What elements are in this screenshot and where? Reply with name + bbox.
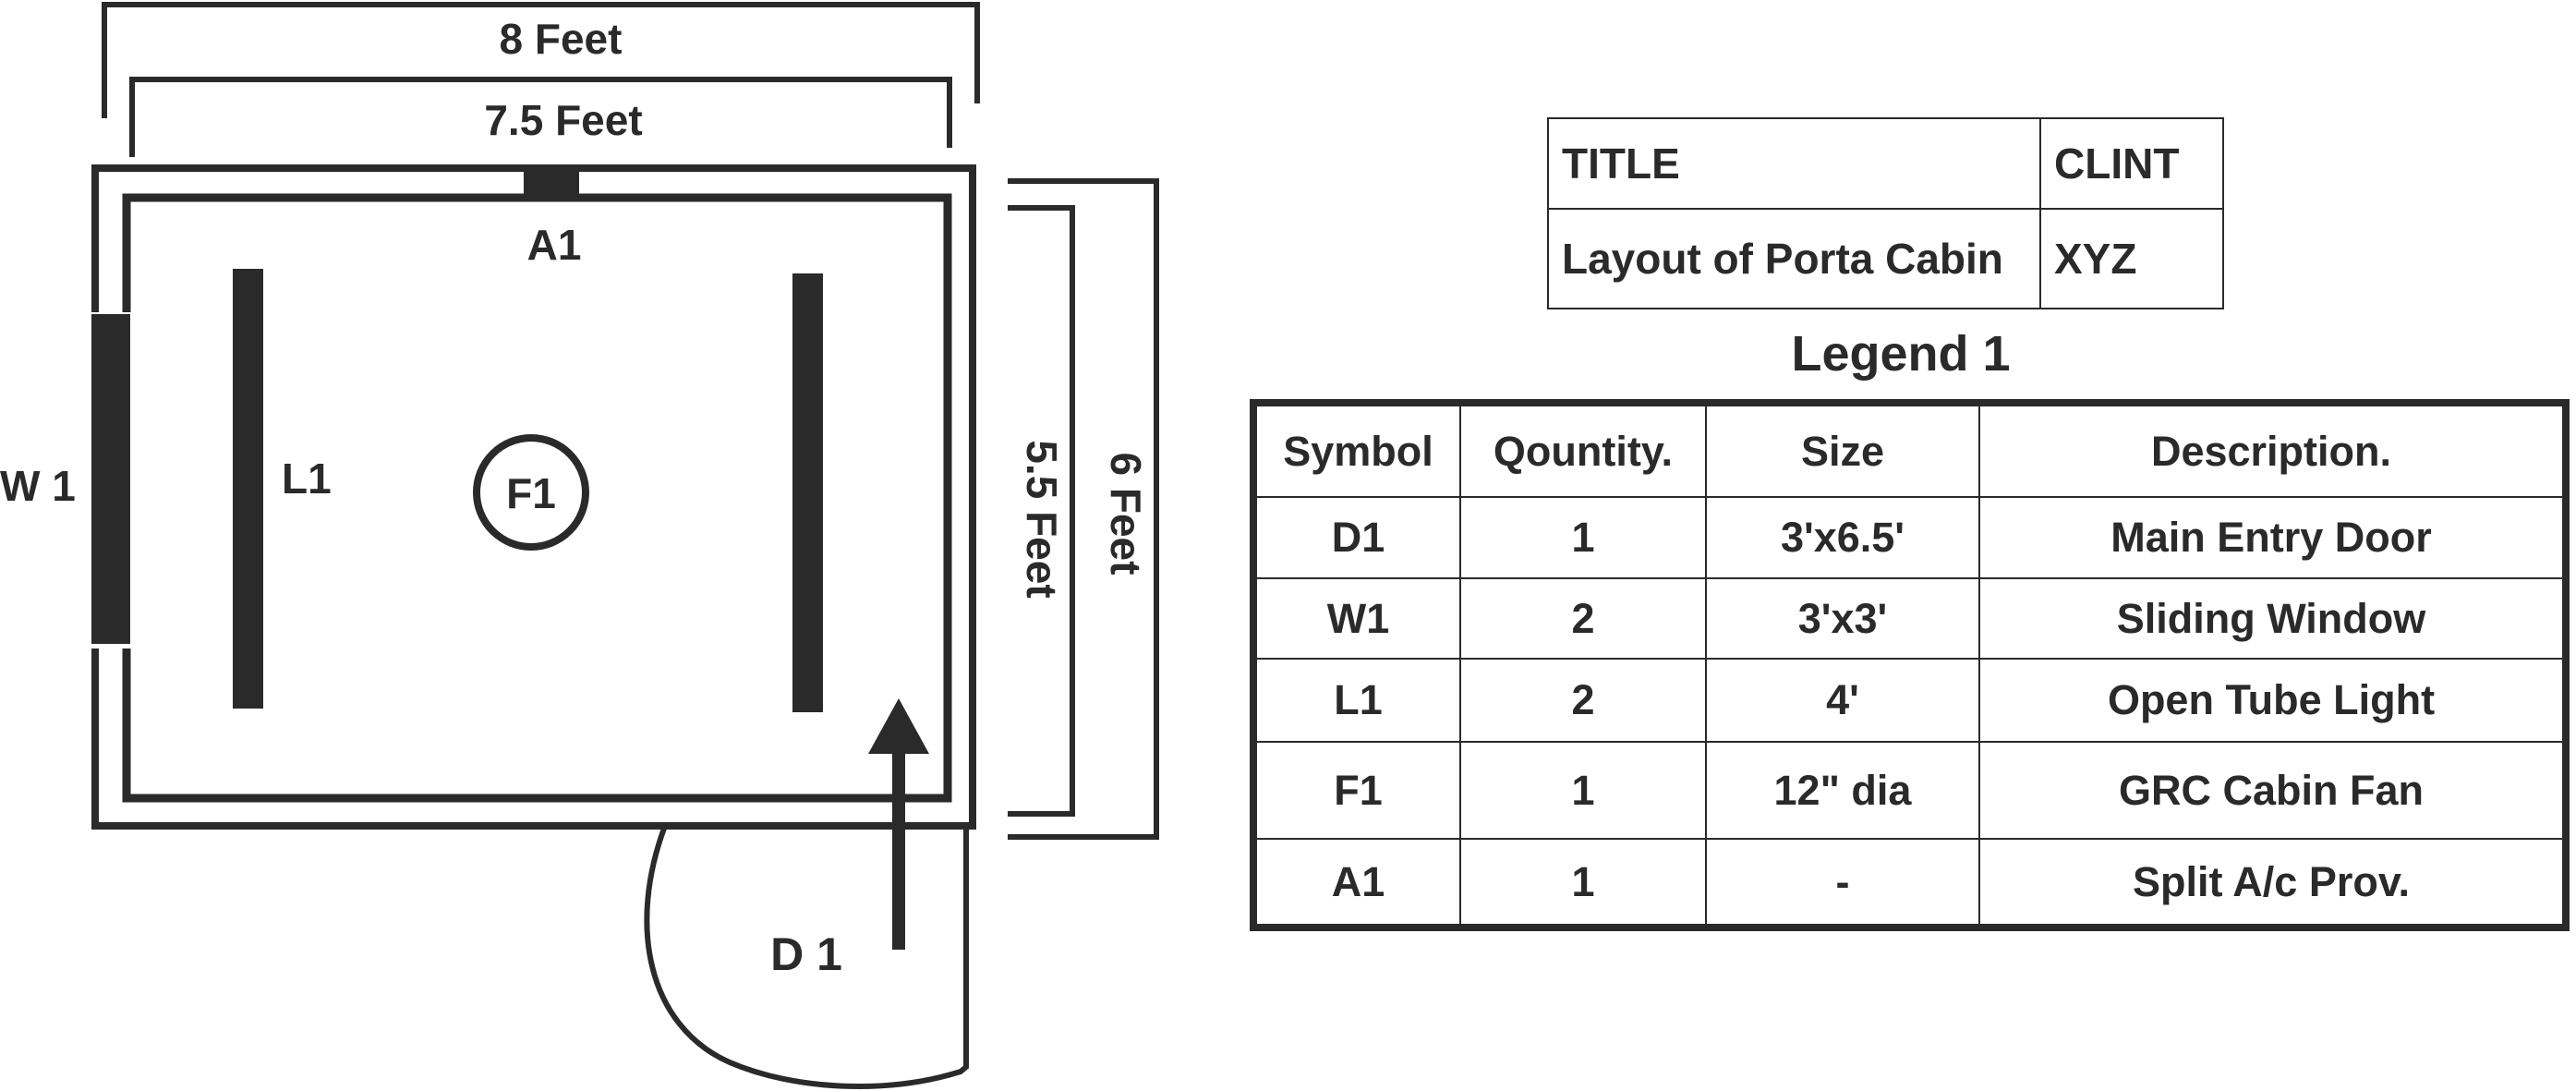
header-description: Description.	[1978, 406, 2562, 498]
description-cell: Open Tube Light	[1978, 658, 2562, 743]
size-cell: 4'	[1705, 658, 1980, 743]
table-row: W1 2 3'x3' Sliding Window	[1257, 577, 2562, 660]
client-header-cell: CLINT	[2039, 117, 2224, 210]
header-symbol: Symbol	[1257, 406, 1461, 498]
size-cell: 3'x3'	[1705, 577, 1980, 660]
tube-light-left-icon	[233, 269, 263, 709]
porta-cabin-floor-plan: 8 Feet 7.5 Feet A1 W 1 L1 F1 D 1 5.5 Fee…	[0, 2, 1159, 1089]
client-value-cell: XYZ	[2039, 208, 2224, 309]
description-cell: Split A/c Prov.	[1978, 838, 2562, 924]
outer-height-label: 6 Feet	[1102, 453, 1150, 576]
symbol-cell: D1	[1257, 496, 1461, 579]
entry-arrow-icon	[868, 698, 929, 754]
inner-height-label: 5.5 Feet	[1018, 440, 1066, 598]
header-size: Size	[1705, 406, 1980, 498]
description-cell: Main Entry Door	[1978, 496, 2562, 579]
inner-width-label: 7.5 Feet	[484, 96, 642, 144]
ac-unit-icon	[524, 164, 579, 200]
outer-width-label: 8 Feet	[500, 15, 623, 63]
symbol-cell: A1	[1257, 838, 1461, 924]
ac-label: A1	[527, 221, 582, 269]
table-row: F1 1 12" dia GRC Cabin Fan	[1257, 741, 2562, 840]
table-row: D1 1 3'x6.5' Main Entry Door	[1257, 496, 2562, 579]
symbol-cell: W1	[1257, 577, 1461, 660]
legend-title: Legend 1	[1791, 326, 2011, 382]
size-cell: 3'x6.5'	[1705, 496, 1980, 579]
inner-height-dimension-line	[1008, 205, 1075, 817]
legend-header-row: Symbol Qountity. Size Description.	[1257, 406, 2562, 498]
description-cell: GRC Cabin Fan	[1978, 741, 2562, 840]
title-block: TITLE CLINT Layout of Porta Cabin XYZ	[1547, 117, 2224, 309]
symbol-cell: L1	[1257, 658, 1461, 743]
quantity-cell: 2	[1459, 658, 1707, 743]
header-quantity: Qountity.	[1459, 406, 1707, 498]
door-swing-icon	[644, 824, 969, 1089]
window-icon	[91, 314, 130, 644]
size-cell: 12" dia	[1705, 741, 1980, 840]
size-cell: -	[1705, 838, 1980, 924]
outer-width-dimension-line	[102, 2, 980, 118]
fan-label: F1	[506, 469, 556, 517]
entry-arrow-shaft	[892, 748, 905, 950]
symbol-cell: F1	[1257, 741, 1461, 840]
window-label: W 1	[0, 462, 76, 510]
inner-width-dimension-line	[129, 77, 952, 157]
light-label: L1	[282, 455, 332, 503]
quantity-cell: 1	[1459, 741, 1707, 840]
legend-table-frame: Symbol Qountity. Size Description. D1 1 …	[1250, 399, 2570, 931]
quantity-cell: 1	[1459, 496, 1707, 579]
title-header-cell: TITLE	[1547, 117, 2041, 210]
table-row: L1 2 4' Open Tube Light	[1257, 658, 2562, 743]
table-row: A1 1 - Split A/c Prov.	[1257, 838, 2562, 924]
quantity-cell: 1	[1459, 838, 1707, 924]
door-label: D 1	[770, 928, 842, 980]
title-value-cell: Layout of Porta Cabin	[1547, 208, 2041, 309]
outer-height-dimension-line	[1008, 178, 1159, 840]
description-cell: Sliding Window	[1978, 577, 2562, 660]
legend-table: Symbol Qountity. Size Description. D1 1 …	[1257, 406, 2562, 924]
fan-icon	[473, 434, 589, 551]
quantity-cell: 2	[1459, 577, 1707, 660]
tube-light-right-icon	[792, 273, 823, 712]
